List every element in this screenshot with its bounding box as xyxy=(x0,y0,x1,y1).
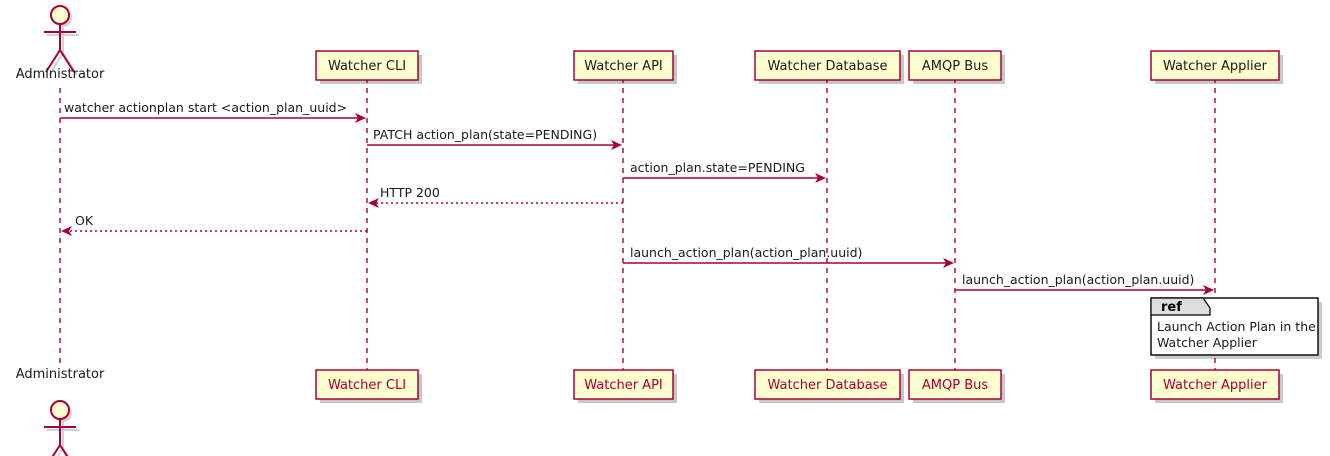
participant-label: Watcher Database xyxy=(768,59,888,74)
participant-label: Watcher API xyxy=(584,378,663,393)
message-label: PATCH action_plan(state=PENDING) xyxy=(373,127,597,142)
participant-bottom-amqp-bus[interactable]: AMQP Bus xyxy=(908,369,1005,403)
message-4: HTTP 200 xyxy=(368,185,623,208)
participant-box[interactable] xyxy=(315,369,419,400)
message-label: OK xyxy=(75,213,94,228)
participant-box[interactable] xyxy=(908,50,1002,81)
message-6: launch_action_plan(action_plan.uuid) xyxy=(623,245,954,268)
participant-label: Watcher Database xyxy=(768,378,888,393)
actor-body-shadow xyxy=(47,27,79,76)
participant-label: AMQP Bus xyxy=(922,59,988,74)
ref-fragment-tab xyxy=(1150,297,1211,316)
actor-body-shadow xyxy=(47,422,79,456)
actor-body xyxy=(44,24,76,73)
participant-top-watcher-database[interactable]: Watcher Database xyxy=(754,50,904,84)
participant-box[interactable] xyxy=(754,369,901,400)
message-arrowhead xyxy=(611,140,622,150)
message-label: launch_action_plan(action_plan.uuid) xyxy=(962,272,1194,287)
message-arrowhead xyxy=(355,113,366,123)
participant-label: AMQP Bus xyxy=(922,378,988,393)
participant-box[interactable] xyxy=(1150,369,1280,400)
actor-administrator: Administrator xyxy=(16,5,105,82)
message-5: OK xyxy=(61,213,367,236)
participant-label: Watcher Applier xyxy=(1163,59,1268,74)
actor-administrator: Administrator xyxy=(16,367,105,456)
message-label: watcher actionplan start <action_plan_uu… xyxy=(64,100,347,115)
participant-label: Watcher Applier xyxy=(1163,378,1268,393)
message-label: launch_action_plan(action_plan.uuid) xyxy=(630,245,862,260)
actor-head xyxy=(50,400,70,420)
ref-fragment-body-line: Launch Action Plan in the xyxy=(1157,319,1316,334)
participant-top-amqp-bus[interactable]: AMQP Bus xyxy=(908,50,1005,84)
participant-bottom-watcher-api[interactable]: Watcher API xyxy=(573,369,677,403)
actor-label-administrator: Administrator xyxy=(16,67,105,82)
actor-head xyxy=(50,5,70,25)
message-2: PATCH action_plan(state=PENDING) xyxy=(367,127,622,150)
participant-label: Watcher CLI xyxy=(328,378,406,393)
participant-label: Watcher API xyxy=(584,59,663,74)
message-arrowhead xyxy=(943,258,954,268)
participant-box[interactable] xyxy=(754,50,901,81)
participants-top-layer: Administrator Watcher CLI Watcher API Watch… xyxy=(16,5,1283,84)
actor-body xyxy=(44,419,76,456)
message-label: HTTP 200 xyxy=(380,185,440,200)
actor-label-administrator: Administrator xyxy=(16,367,105,382)
participant-bottom-watcher-applier[interactable]: Watcher Applier xyxy=(1150,369,1283,403)
message-label: action_plan.state=PENDING xyxy=(630,160,805,175)
participant-box[interactable] xyxy=(573,369,674,400)
participant-bottom-watcher-database[interactable]: Watcher Database xyxy=(754,369,904,403)
participant-box[interactable] xyxy=(315,50,419,81)
lifelines-layer xyxy=(59,78,1216,370)
participant-box[interactable] xyxy=(908,369,1002,400)
messages-layer: watcher actionplan start <action_plan_uu… xyxy=(60,100,1214,295)
message-3: action_plan.state=PENDING xyxy=(623,160,826,183)
participant-top-watcher-api[interactable]: Watcher API xyxy=(573,50,677,84)
participant-label: Watcher CLI xyxy=(328,59,406,74)
message-1: watcher actionplan start <action_plan_uu… xyxy=(60,100,366,123)
message-arrowhead xyxy=(815,173,826,183)
participant-box[interactable] xyxy=(573,50,674,81)
participant-top-watcher-cli[interactable]: Watcher CLI xyxy=(315,50,422,84)
ref-fragment-tab-label: ref xyxy=(1161,300,1182,315)
participant-box[interactable] xyxy=(1150,50,1280,81)
participant-top-watcher-applier[interactable]: Watcher Applier xyxy=(1150,50,1283,84)
message-arrowhead xyxy=(368,198,379,208)
message-arrowhead xyxy=(1203,285,1214,295)
participant-bottom-watcher-cli[interactable]: Watcher CLI xyxy=(315,369,422,403)
message-7: launch_action_plan(action_plan.uuid) xyxy=(955,272,1214,295)
ref-fragment-body-line: Watcher Applier xyxy=(1157,335,1258,350)
message-arrowhead xyxy=(61,226,72,236)
